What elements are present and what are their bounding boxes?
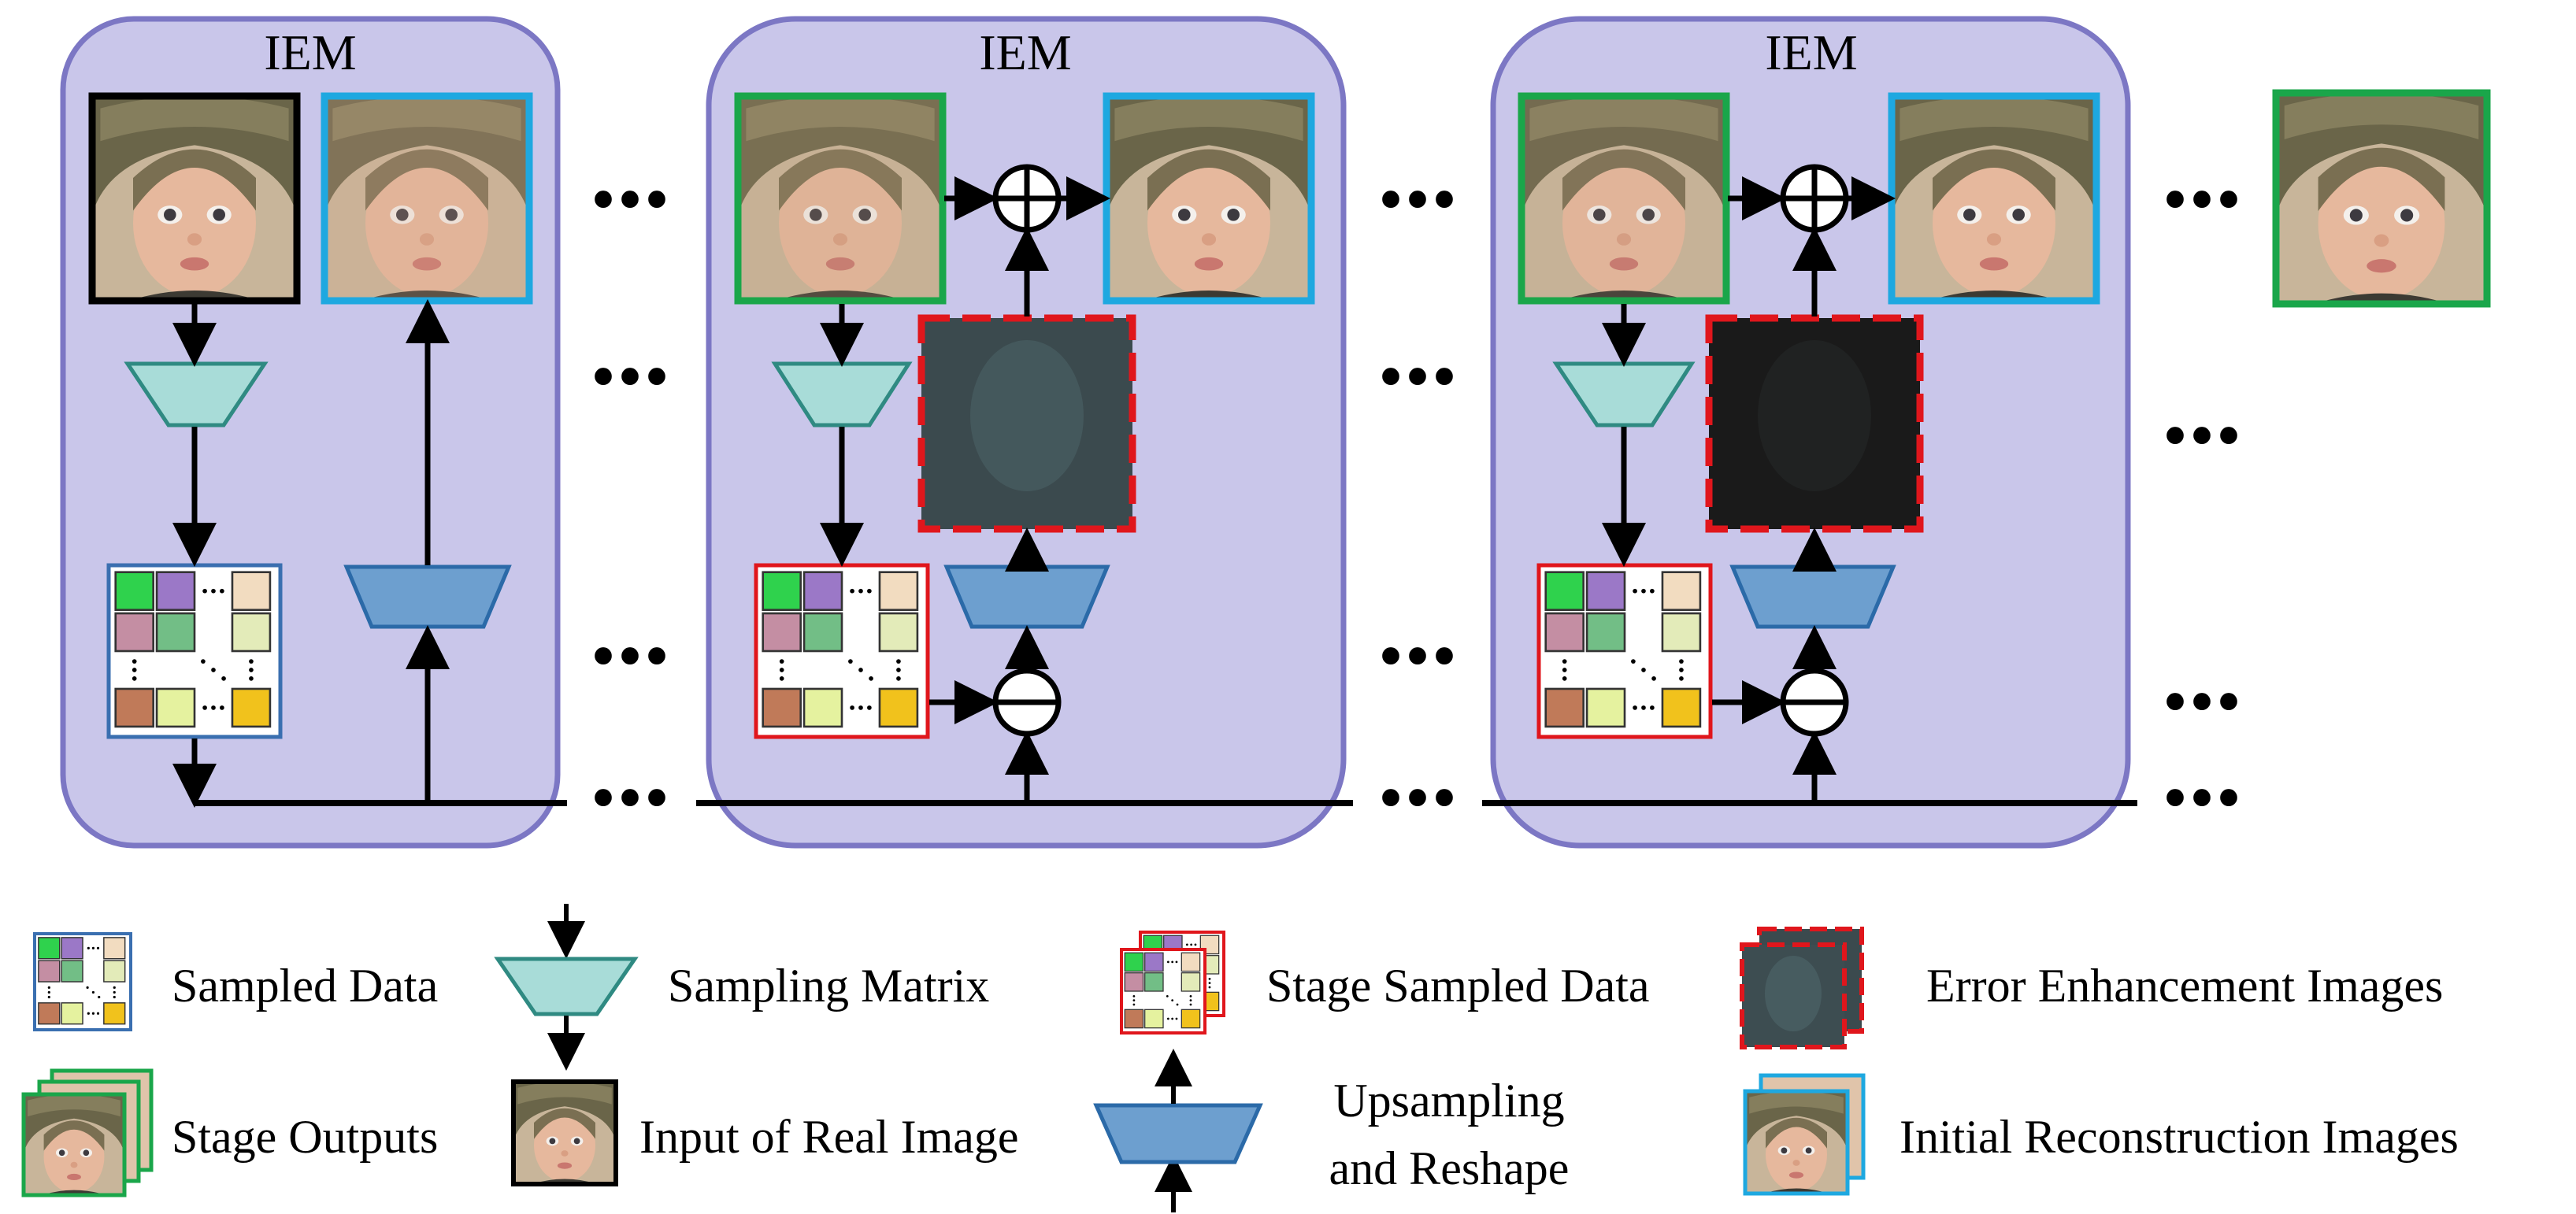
legend-upsampling-label-line1: Upsampling bbox=[1333, 1075, 1564, 1127]
initial-reconstruction-image-3 bbox=[1888, 92, 2100, 305]
subtract-node-1 bbox=[992, 668, 1062, 737]
legend-stage-outputs-icon bbox=[21, 1068, 154, 1197]
legend-sampling-matrix-icon bbox=[494, 904, 639, 1071]
legend: Sampled Data Sampling Matrix Stage Sampl… bbox=[21, 904, 2459, 1212]
legend-error-enhancement-icon bbox=[1740, 927, 1864, 1049]
upsampling-block-3 bbox=[1729, 564, 1896, 629]
legend-sampled-data-icon bbox=[33, 932, 132, 1031]
ellipsis-r3-c: ••• bbox=[2164, 668, 2244, 737]
add-node-1 bbox=[992, 164, 1062, 233]
sampling-matrix-2 bbox=[771, 361, 913, 427]
stage-output-image-2 bbox=[1518, 92, 1730, 305]
initial-reconstruction-image-1 bbox=[321, 92, 533, 305]
final-stage-output-image bbox=[2272, 89, 2491, 308]
error-enhancement-image-1 bbox=[917, 314, 1136, 533]
legend-input-real-image-icon bbox=[511, 1079, 618, 1186]
legend-input-real-image-label: Input of Real Image bbox=[639, 1111, 1019, 1163]
ellipsis-r4-b: ••• bbox=[1380, 764, 1460, 833]
iem-title-3: IEM bbox=[1765, 24, 1857, 80]
ellipsis-r1-c: ••• bbox=[2164, 165, 2244, 235]
legend-upsampling-label-line2: and Reshape bbox=[1329, 1142, 1570, 1194]
legend-stage-outputs-label: Stage Outputs bbox=[172, 1111, 438, 1163]
legend-sampling-matrix-label: Sampling Matrix bbox=[668, 960, 989, 1012]
error-enhancement-image-2 bbox=[1705, 314, 1924, 533]
upsampling-block-1 bbox=[343, 564, 512, 629]
ellipsis-r2-a: ••• bbox=[592, 342, 673, 412]
iem-title-2: IEM bbox=[979, 24, 1071, 80]
legend-error-enhancement-label: Error Enhancement Images bbox=[1926, 960, 2443, 1012]
sampling-matrix-3 bbox=[1552, 361, 1696, 427]
legend-stage-sampled-data-icon bbox=[1120, 931, 1225, 1034]
input-real-image bbox=[88, 92, 301, 305]
ellipsis-r2-b: ••• bbox=[1380, 342, 1460, 412]
ellipsis-r4-c: ••• bbox=[2164, 764, 2244, 833]
ellipsis-r1-a: ••• bbox=[592, 165, 673, 235]
initial-reconstruction-image-2 bbox=[1103, 92, 1315, 305]
legend-sampled-data-label: Sampled Data bbox=[172, 960, 438, 1012]
ellipsis-r3-b: ••• bbox=[1380, 622, 1460, 691]
legend-initial-reconstruction-label: Initial Reconstruction Images bbox=[1900, 1111, 2459, 1163]
legend-initial-reconstruction-icon bbox=[1743, 1073, 1866, 1196]
ellipsis-r4-a: ••• bbox=[592, 764, 673, 833]
ellipsis-r2-c: ••• bbox=[2164, 402, 2244, 471]
stage-sampled-data-1 bbox=[754, 563, 930, 739]
add-node-2 bbox=[1780, 164, 1849, 233]
subtract-node-2 bbox=[1780, 668, 1849, 737]
ellipsis-r3-a: ••• bbox=[592, 622, 673, 691]
sampling-matrix-1 bbox=[124, 361, 269, 427]
upsampling-block-2 bbox=[943, 564, 1110, 629]
ellipsis-r1-b: ••• bbox=[1380, 165, 1460, 235]
legend-upsampling-icon bbox=[1093, 1049, 1263, 1212]
stage-output-image-1 bbox=[734, 92, 947, 305]
legend-stage-sampled-data-label: Stage Sampled Data bbox=[1266, 960, 1650, 1012]
sampled-data-1 bbox=[106, 563, 283, 739]
stage-sampled-data-2 bbox=[1536, 563, 1713, 739]
iem-title-1: IEM bbox=[264, 24, 356, 80]
